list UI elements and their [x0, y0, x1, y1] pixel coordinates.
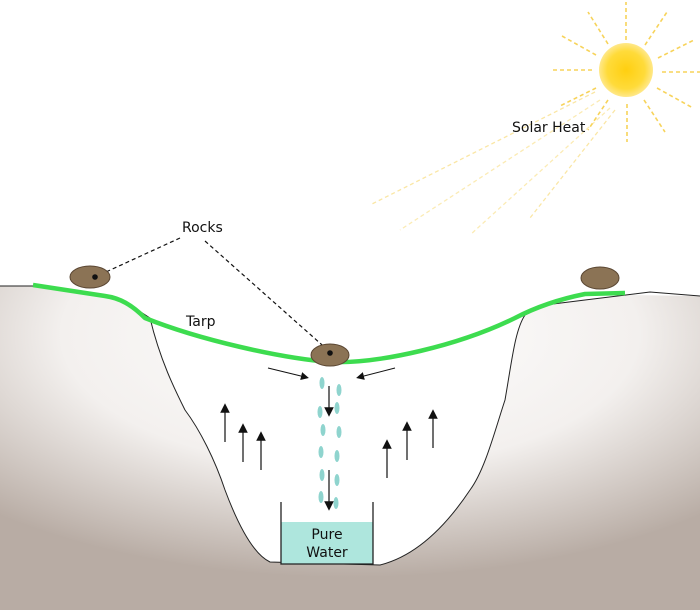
- tarp-label: Tarp: [185, 314, 216, 330]
- water-container: Pure Water: [280, 502, 374, 565]
- water-droplets: [317, 377, 342, 509]
- pit: [0, 285, 700, 566]
- rock-icon-center: [310, 343, 350, 367]
- sun-icon: [552, 2, 700, 142]
- solar-heat-label: Solar Heat: [512, 120, 586, 136]
- rock-icon-right: [580, 266, 620, 290]
- up-arrow-icon-group-left: [220, 403, 266, 470]
- condensation-arrows: [267, 367, 396, 380]
- rocks-label: Rocks: [182, 220, 223, 236]
- container-label-line2: Water: [306, 545, 348, 561]
- container-label-line1: Pure: [311, 527, 342, 543]
- rock-icon-left: [69, 265, 111, 289]
- ground: [0, 286, 700, 610]
- up-arrow-icon-group-right: [382, 409, 438, 478]
- sun-beam: [369, 91, 616, 236]
- rocks-pointer: [94, 237, 331, 353]
